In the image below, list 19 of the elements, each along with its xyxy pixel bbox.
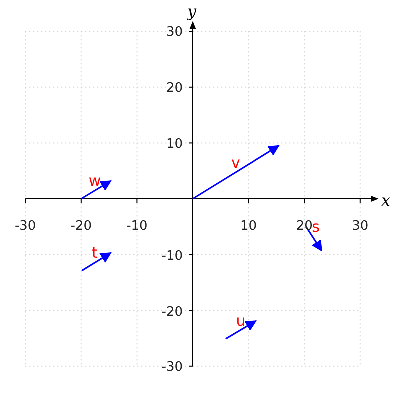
tick-label: -20 (70, 219, 92, 234)
vector-label: t (92, 244, 98, 262)
tick-label: -10 (162, 249, 183, 264)
tick-label: -10 (126, 219, 148, 234)
tick-label: -30 (14, 219, 36, 234)
vector-label: s (312, 218, 320, 236)
axis-label: y (187, 2, 197, 21)
tick-label: -30 (162, 360, 183, 375)
axis-label: x (381, 191, 391, 210)
tick-label: 10 (240, 219, 258, 234)
vector-label: u (236, 312, 246, 330)
tick-label: 10 (166, 137, 183, 152)
tick-label: 20 (166, 81, 183, 96)
tick-label: 30 (166, 25, 183, 40)
tick-label: 30 (352, 219, 369, 234)
vector-label: v (232, 154, 240, 172)
tick-label: -20 (162, 305, 183, 320)
tick-label: 20 (296, 219, 313, 234)
vector-label: w (88, 172, 102, 190)
